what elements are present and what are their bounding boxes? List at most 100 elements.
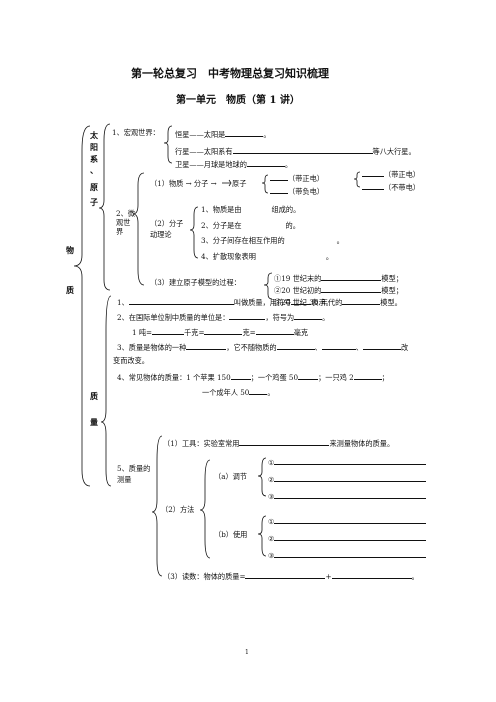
mass-q1-mid: 叫做质量，用符号 [233, 298, 292, 307]
macro-line-star: 恒星——太阳是。 [175, 128, 271, 139]
micro-pos-text: （带正电） [288, 174, 324, 183]
model-2: ②20 世纪初的模型； [274, 284, 403, 295]
macro-moon-end: 。 [284, 160, 293, 169]
mass-q4-c: ； [381, 373, 389, 382]
use-step-2: ② [268, 532, 427, 543]
model-3-end: 模型。 [380, 298, 402, 307]
blank-field[interactable] [128, 296, 234, 305]
measure-label: 5、质量的测量 [117, 464, 151, 484]
blank-field[interactable] [239, 437, 330, 446]
blank-field[interactable] [229, 311, 266, 320]
macro-planet-text: 行星——太阳系有 [175, 147, 233, 156]
blank-field[interactable] [321, 284, 382, 293]
use-step-3-num: ③ [268, 551, 275, 560]
macro-moon-text: 卫星——月球是地球的 [175, 160, 247, 169]
unit-mg: 毫克 [293, 328, 309, 337]
blank-field[interactable] [294, 311, 323, 320]
model-1-end: 模型； [381, 274, 403, 283]
theory-1-end: 组成的。 [271, 205, 301, 214]
theory-4-text: 4、扩散现象表明 [201, 252, 256, 261]
blank-field[interactable] [225, 128, 264, 137]
mass-q3-end: 改 [401, 343, 409, 352]
theory-2-text: 2、分子是在 [201, 221, 242, 230]
mass-q1-end: 表示。 [311, 298, 333, 307]
adjust-label: （a）调节 [214, 472, 248, 481]
side-label-root: 物 质 [66, 245, 82, 295]
blank-field[interactable] [274, 490, 427, 499]
side-label-taiyang-1: 阳 [90, 142, 98, 152]
blank-field[interactable] [245, 570, 326, 579]
blank-field[interactable] [274, 515, 427, 524]
micro-label-text: 2、微观世界 [116, 209, 135, 236]
blank-field[interactable] [331, 570, 412, 579]
theory-4-end: 。 [325, 252, 334, 261]
adjust-step-3-num: ③ [268, 492, 275, 501]
use-label: （b）使用 [214, 530, 248, 539]
mass-q3-sep2: 、 [355, 343, 363, 352]
mass-q1: 1、 叫做质量，用符号 表示。 [117, 296, 333, 307]
blank-field[interactable] [353, 371, 382, 380]
micro-atom: 原子 [232, 179, 247, 188]
blank-field[interactable] [298, 371, 319, 380]
use-brace [257, 515, 267, 557]
blank-field[interactable] [362, 181, 384, 190]
blank-field[interactable] [362, 168, 384, 177]
mass-q3-line2: 变而改变。 [113, 356, 149, 365]
mass-q3: 3、质量是物体的一种，它不随物质的、、改 [117, 341, 408, 352]
blank-field[interactable] [186, 341, 227, 350]
read-end: 。 [411, 572, 419, 581]
blank-field[interactable] [342, 296, 381, 305]
theory-3-text: 3、分子间存在相互作用的 [201, 236, 285, 245]
blank-field[interactable] [321, 341, 356, 350]
blank-field[interactable] [363, 341, 401, 350]
blank-field[interactable] [246, 158, 285, 167]
mass-units: 1 吨=千克=克=毫克 [132, 326, 308, 337]
blank-field[interactable] [152, 326, 185, 335]
macro-line-planet: 行星——太阳系有等八大行星。 [175, 145, 416, 156]
blank-field[interactable] [274, 456, 427, 465]
blank-field[interactable] [274, 473, 427, 482]
blank-field[interactable] [276, 341, 315, 350]
micro-matter: （1）物质 → 分子 → [150, 179, 217, 188]
page-number: 1 [245, 649, 249, 656]
atom-sub-brace [261, 174, 269, 194]
unit-g: 克= [242, 328, 256, 337]
blank-field[interactable] [270, 185, 288, 194]
blank-field[interactable] [230, 371, 251, 380]
blank-field[interactable] [232, 145, 373, 154]
blank-field[interactable] [274, 549, 427, 558]
micro-pos2-line: （带正电） [362, 168, 420, 179]
micro-brace [132, 172, 145, 286]
blank-field[interactable] [255, 326, 294, 335]
model-3-text: ③20 世纪 30 年代的 [274, 298, 343, 307]
measure-tool-text: （1）工具：实验室常用 [163, 439, 240, 448]
adjust-step-2-num: ② [268, 475, 275, 484]
blank-field[interactable] [274, 532, 427, 541]
blank-field[interactable] [291, 296, 312, 305]
model-2-end: 模型； [381, 286, 403, 295]
macro-line-moon: 卫星——月球是地球的 。 [175, 158, 292, 169]
blank-field[interactable] [204, 326, 243, 335]
mass-q4-b: ；一只鸡 2 [318, 373, 354, 382]
macro-star-end: 。 [263, 130, 271, 139]
mass-q1-text: 1、 [117, 298, 129, 307]
read-line: （3）读数：物体的质量=+。 [163, 570, 419, 581]
unit-ton: 1 吨= [132, 328, 153, 337]
mass-q2-text: 2、在国际单位制中质量的单位是： [117, 313, 230, 322]
mass-q4-text: 4、常见物体的质量：1 个苹果 150 [117, 373, 231, 382]
blank-field[interactable] [249, 386, 268, 395]
arrow-head [228, 179, 232, 187]
theory-label: （2）分子动理论 [150, 219, 184, 239]
root-brace [73, 125, 91, 487]
micro-pos2-text: （带正电） [384, 170, 420, 179]
micro-neutral-text: （不带电） [384, 183, 420, 192]
model-1-text: ①19 世纪末的 [274, 274, 322, 283]
micro-neg-line: （带负电） [270, 185, 324, 196]
mass-q4: 4、常见物体的质量：1 个苹果 150；一个鸡蛋 50；一只鸡 2； [117, 371, 389, 382]
use-step-1-num: ① [268, 517, 275, 526]
blank-field[interactable] [270, 172, 288, 181]
theory-1: 1、物质是由组成的。 [201, 205, 300, 214]
blank-field[interactable] [321, 272, 382, 281]
mass-q2-mid: ，符号为 [265, 313, 295, 322]
